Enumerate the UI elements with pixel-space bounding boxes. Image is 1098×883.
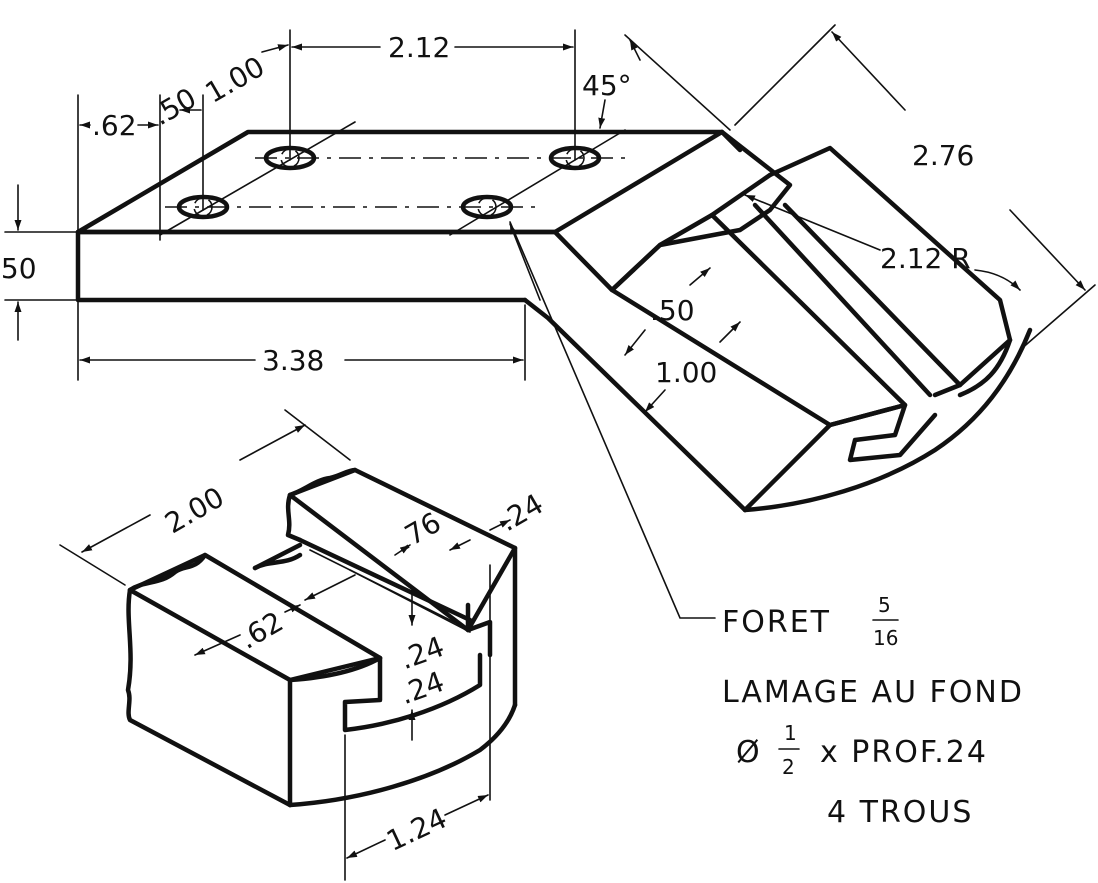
detail-dimensions: 2.00 .76 .24 .62 .24 .24 1.24 bbox=[59, 409, 549, 881]
main-dimensions: .62 .50 1.00 2.12 45° .50 3.38 2.76 2.12… bbox=[0, 24, 1096, 619]
note-lamage: LAMAGE AU FOND bbox=[722, 675, 1024, 710]
dim-45deg: 45° bbox=[582, 69, 632, 102]
main-part bbox=[75, 121, 1033, 513]
note-trous: 4 TROUS bbox=[827, 795, 973, 830]
dim-276: 2.76 bbox=[912, 139, 974, 172]
dim-212R: 2.12 R bbox=[880, 242, 971, 275]
dim-124: 1.24 bbox=[381, 802, 451, 858]
note-prof: x PROF.24 bbox=[820, 735, 988, 770]
dim-100-slot: 1.00 bbox=[655, 356, 717, 389]
note-diam-num: 1 bbox=[784, 721, 797, 745]
dim-050-side: .50 bbox=[0, 252, 37, 285]
note-diam-symbol: Ø bbox=[736, 735, 762, 770]
dim-212: 2.12 bbox=[388, 31, 450, 64]
dim-338: 3.38 bbox=[262, 344, 324, 377]
arm-block bbox=[609, 212, 908, 428]
drilling-note: FORET 5 16 LAMAGE AU FOND Ø 1 2 x PROF.2… bbox=[722, 593, 1024, 830]
dim-050-slot: .50 bbox=[650, 294, 695, 327]
arm-rail bbox=[767, 145, 1013, 398]
plate-front-face bbox=[75, 229, 528, 303]
dim-024-a: .24 bbox=[395, 630, 448, 676]
dim-076: .76 bbox=[392, 506, 447, 557]
note-foret-den: 16 bbox=[873, 626, 898, 650]
dim-062-detail: .62 bbox=[234, 605, 289, 656]
plate-top-face bbox=[75, 129, 725, 235]
note-diam-den: 2 bbox=[782, 755, 795, 779]
detail-part bbox=[125, 467, 518, 808]
dim-062-top: .62 bbox=[92, 109, 137, 142]
note-foret-num: 5 bbox=[878, 593, 891, 617]
dim-200: 2.00 bbox=[159, 480, 229, 540]
dim-100-top: 1.00 bbox=[200, 50, 270, 110]
detail-slot bbox=[342, 652, 483, 733]
dim-024-top: .24 bbox=[494, 487, 549, 538]
note-foret: FORET bbox=[722, 605, 831, 640]
